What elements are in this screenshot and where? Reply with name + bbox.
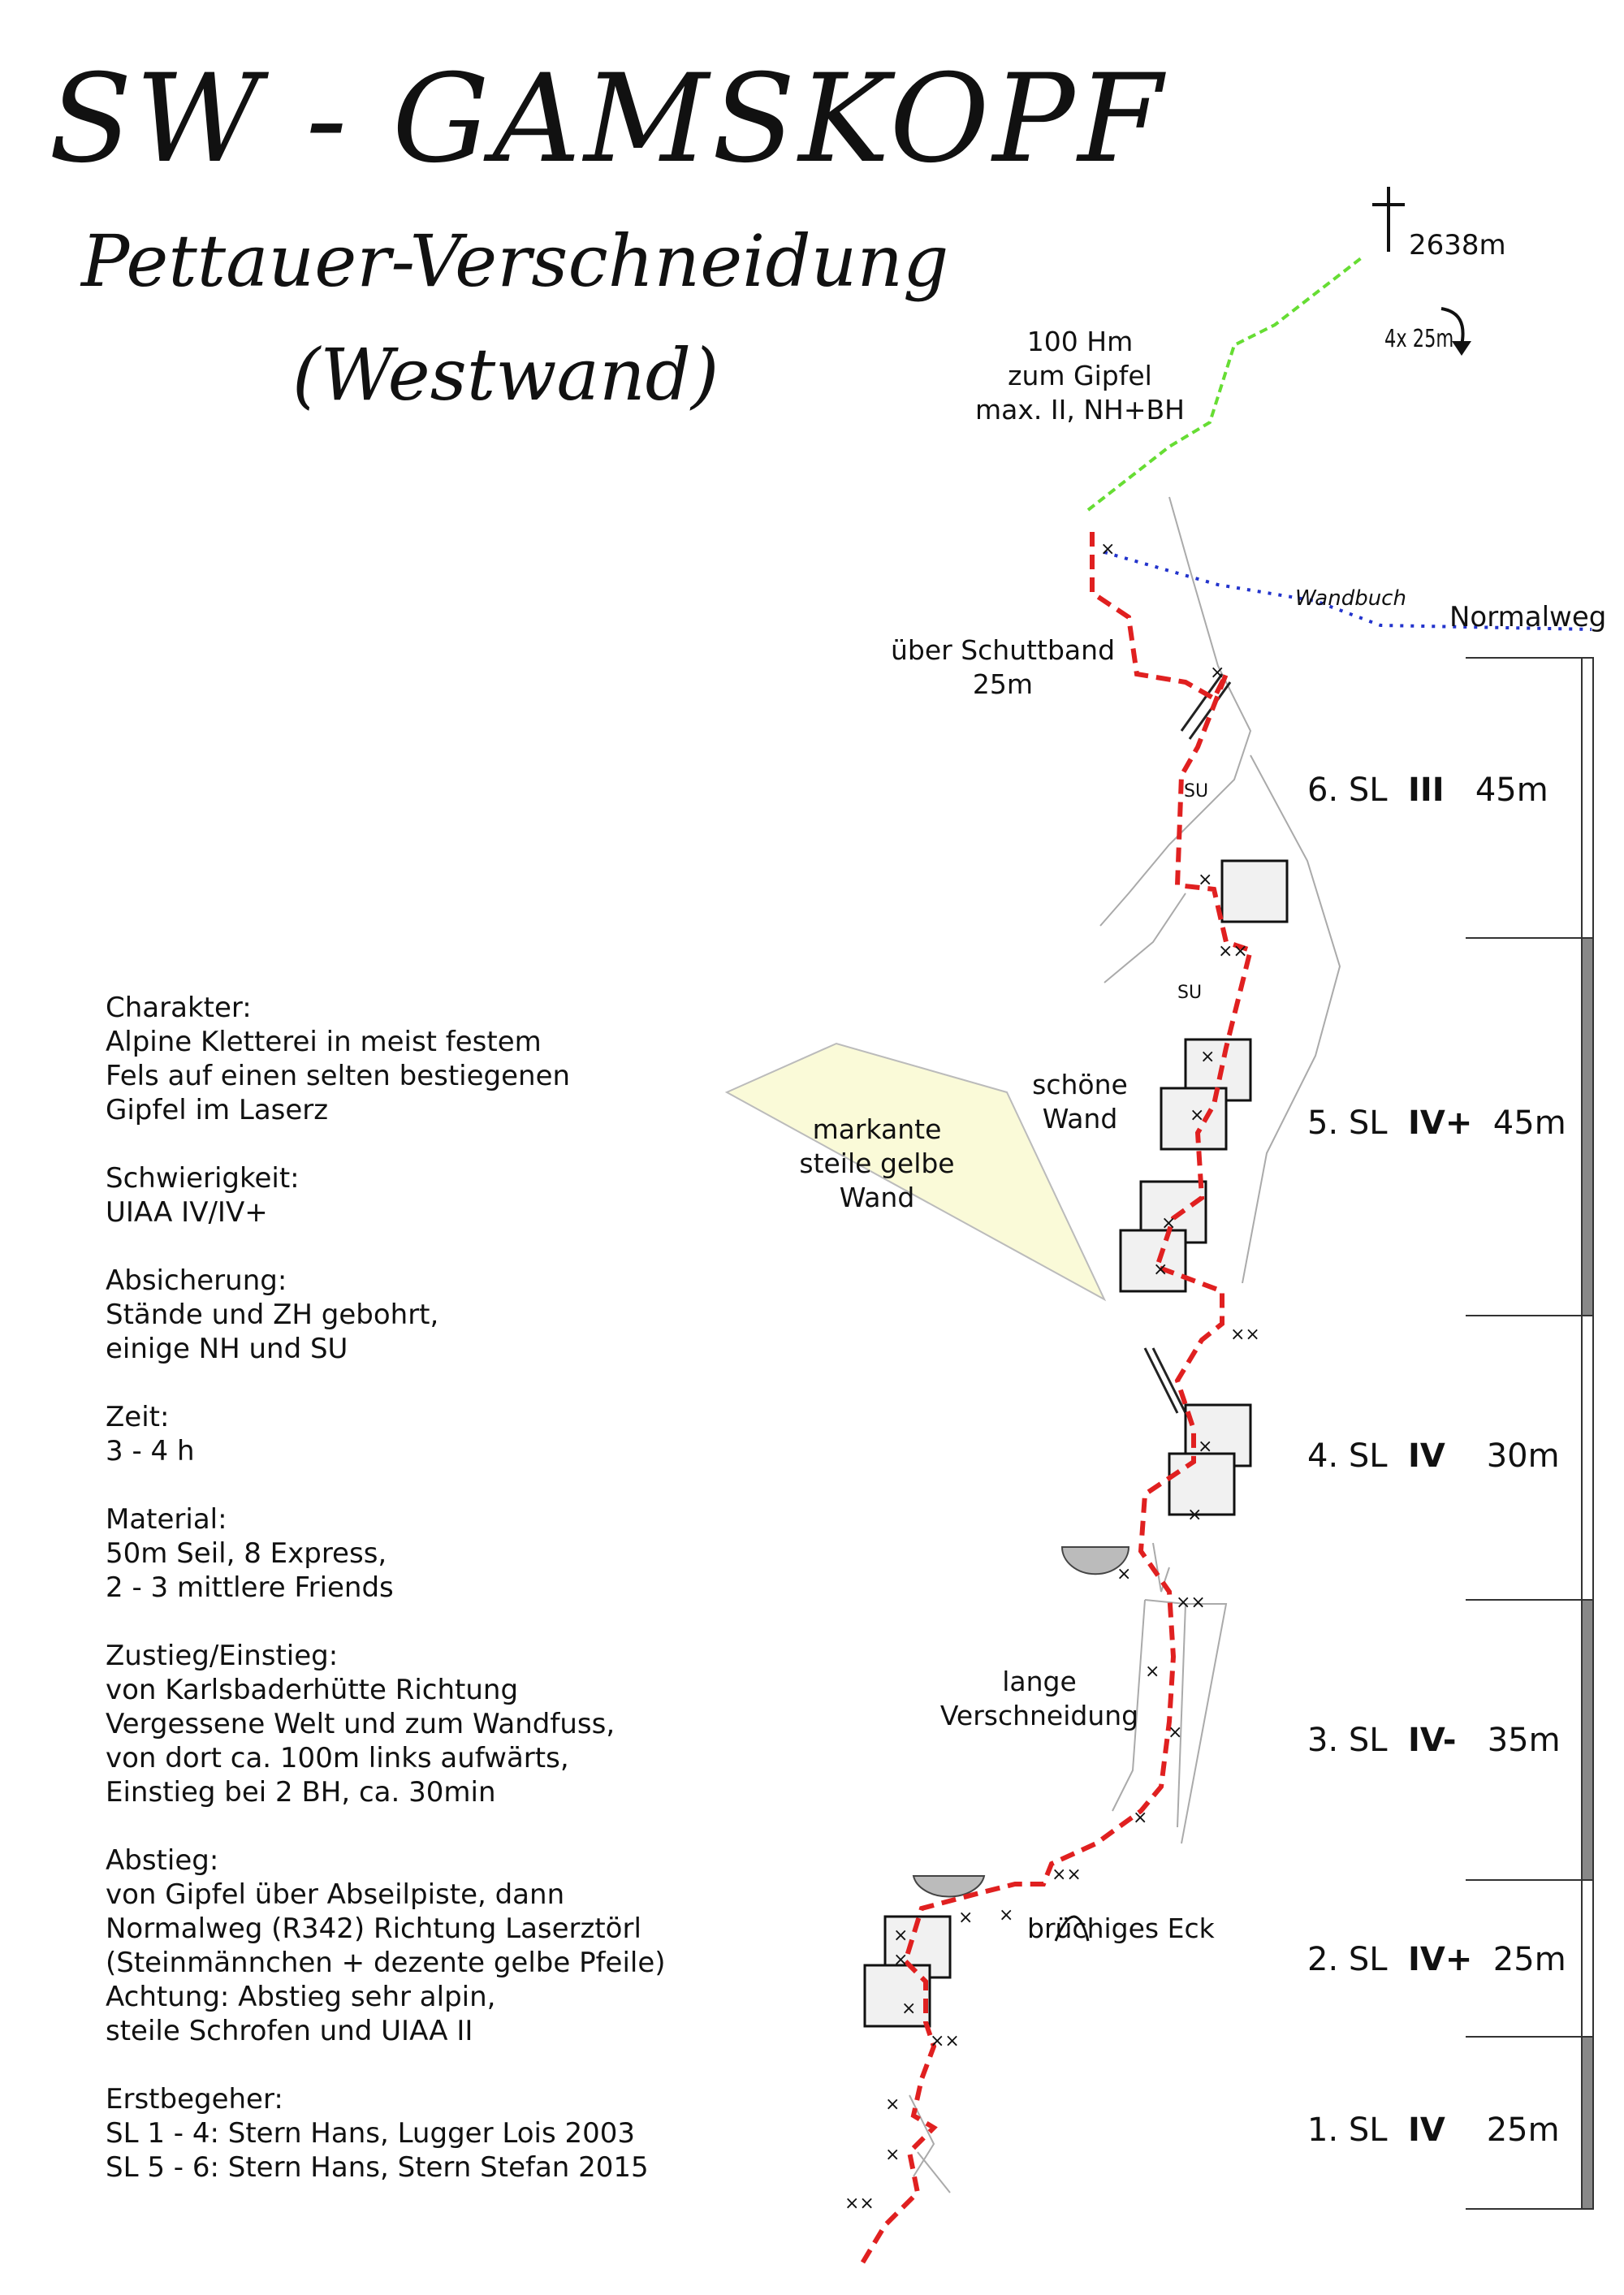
bolt-marker: × [1200,1047,1215,1067]
pitch-label-3: 3. SL IV- 35m [1307,1722,1561,1759]
rock-outline [1104,892,1186,983]
pitch-label-6: 6. SL III 45m [1307,771,1548,809]
belay-box [1220,859,1289,923]
info-erstbegeher: Erstbegeher: SL 1 - 4: Stern Hans, Lugge… [106,2083,649,2184]
info-absicherung: Absicherung: Stände und ZH gebohrt, eini… [106,1264,439,1365]
bolt-marker: × [885,2094,900,2115]
summit-altitude: 2638m [1409,229,1506,261]
rock-outline [1181,1603,1228,1844]
bolt-marker: × [958,1908,973,1928]
info-material: Material: 50m Seil, 8 Express, 2 - 3 mit… [106,1503,394,1604]
abseil-arrow-icon [1452,341,1471,356]
abseil-label: 4x 25m [1384,325,1454,353]
bolt-marker: × [1153,1260,1168,1280]
bolt-marker: × [901,1999,916,2019]
crack-line [1151,1347,1187,1414]
bolt-marker: ×× [1176,1593,1206,1613]
bolt-marker: ×× [1218,941,1248,962]
bolt-marker: × [1100,539,1115,560]
pitch-scale-fill [1581,2036,1594,2210]
pitch-scale-fill [1581,1599,1594,1881]
info-zustieg: Zustieg/Einstieg: von Karlsbaderhütte Ri… [106,1640,615,1809]
bolt-marker: × [1145,1662,1160,1682]
su-label: SU [1184,781,1209,802]
crack-line [1143,1347,1179,1414]
abseil-arrow-icon [1440,307,1465,346]
info-abstieg: Abstieg: von Gipfel über Abseilpiste, da… [106,1844,666,2047]
arch-icon [1054,1915,1090,1942]
rock-outline [1112,1599,1146,1812]
route-info: Charakter: Alpine Kletterei in meist fes… [106,991,666,2219]
bolt-marker: × [1187,1505,1202,1525]
bolt-marker: × [885,2145,900,2165]
pitch-scale [1581,657,1594,2210]
belay-box [1168,1452,1236,1516]
bolt-marker: ×× [1230,1325,1260,1345]
bolt-marker: × [893,1950,908,1970]
eck-note: brüchiges Eck [1027,1912,1215,1944]
bolt-marker: ×× [1052,1865,1082,1885]
yellow-wall-note: markante steile gelbe Wand [799,1113,955,1213]
bolt-marker: × [1133,1808,1147,1828]
yellow-wall [724,1042,1107,1302]
route-line [858,532,1254,2267]
wandbuch-label: Wandbuch [1295,586,1406,611]
crack-line [1180,673,1224,732]
bolt-marker: × [1116,1564,1131,1584]
schuttband-note: über Schuttband 25m [890,634,1116,700]
summit-note: 100 Hm zum Gipfel max. II, NH+BH [975,326,1185,426]
normalweg-label: Normalweg [1449,601,1607,633]
verschneidung-note: lange Verschneidung [939,1666,1139,1731]
bolt-marker: × [1161,1213,1176,1234]
bolt-marker: × [1198,1437,1212,1457]
pitch-label-1: 1. SL IV 25m [1307,2111,1560,2149]
route-face: (Westwand) [292,333,719,417]
rock-outline [917,2151,951,2193]
bolt-marker: × [893,1925,908,1946]
info-charakter: Charakter: Alpine Kletterei in meist fes… [106,992,571,1126]
bolt-markers: × × × ×× × × × × ×× × × × ×× × × × ×× × … [844,539,1260,2214]
pitch-label-5: 5. SL IV+ 45m [1307,1104,1566,1142]
summit-path [1086,254,1366,512]
route-name: Pettauer-Verschneidung [81,219,949,303]
schoene-wand-note: schöne Wand [1032,1069,1128,1135]
bolt-marker: × [1168,1722,1182,1743]
rock-outline [1242,754,1341,1284]
bolt-marker: × [999,1905,1013,1925]
info-zeit: Zeit: 3 - 4 h [106,1401,195,1467]
pitch-scale-fill [1581,937,1594,1316]
bolt-marker: × [1190,1105,1204,1126]
rock-outline [1152,1542,1170,1593]
belay-box [863,1964,931,2028]
rock-outline [909,2094,935,2177]
bolt-marker: × [1198,870,1212,890]
su-label: SU [1177,983,1203,1003]
bolt-marker: × [1210,663,1224,683]
pitch-label-2: 2. SL IV+ 25m [1307,1941,1566,1978]
belay-box [1119,1229,1187,1293]
page-title: SW - GAMSKOPF [49,49,1166,190]
info-schwierigkeit: Schwierigkeit: UIAA IV/IV+ [106,1162,300,1229]
overhang-icon [912,1875,986,1898]
overhang-icon [1060,1546,1130,1575]
crack-line [1188,681,1232,740]
bolt-marker: ×× [844,2193,875,2214]
bolt-marker: ×× [930,2031,960,2051]
rock-outline [1099,496,1252,927]
pitch-label-4: 4. SL IV 30m [1307,1437,1560,1475]
